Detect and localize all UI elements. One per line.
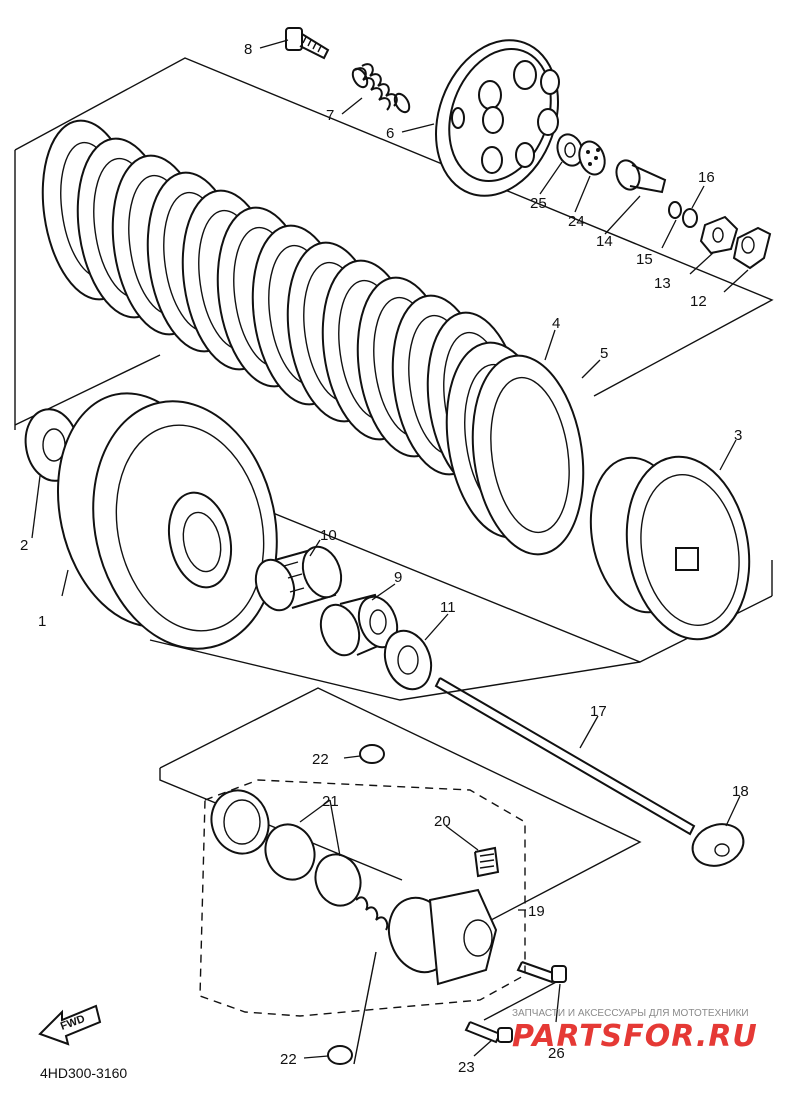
callout-19: 19 <box>528 903 545 920</box>
callout-numbers: 8 7 6 16 25 24 14 15 13 12 4 5 3 2 10 9 … <box>20 41 749 1076</box>
callout-8: 8 <box>244 41 252 58</box>
callout-21: 21 <box>322 793 339 810</box>
callout-14: 14 <box>596 233 613 250</box>
push-rod-group <box>556 133 772 270</box>
watermark: ЗАПЧАСТИ И АКСЕССУАРЫ ДЛЯ МОТОТЕХНИКИ PA… <box>512 1008 758 1054</box>
callout-13: 13 <box>654 275 671 292</box>
callout-15: 15 <box>636 251 653 268</box>
diagram-code: 4HD300-3160 <box>40 1065 127 1081</box>
callout-10: 10 <box>320 527 337 544</box>
leader-lines <box>31 39 749 1059</box>
callout-23: 23 <box>458 1059 475 1076</box>
callout-2: 2 <box>20 537 28 554</box>
callout-12: 12 <box>690 293 707 310</box>
callout-7: 7 <box>326 107 334 124</box>
callout-5: 5 <box>600 345 608 362</box>
callout-4: 4 <box>552 315 560 332</box>
fwd-arrow: FWD <box>38 1004 102 1046</box>
callout-17: 17 <box>590 703 607 720</box>
callout-22-bottom: 22 <box>280 1051 297 1068</box>
clutch-plate-stack <box>41 119 585 556</box>
pressure-plate <box>435 39 560 197</box>
release-cylinder-parts <box>210 744 567 1065</box>
callout-20: 20 <box>434 813 451 830</box>
callout-26: 25 <box>530 195 547 212</box>
clutch-housing <box>24 392 278 650</box>
bolt <box>285 27 330 60</box>
callout-6: 6 <box>386 125 394 142</box>
clutch-boss <box>589 455 751 641</box>
bearing-spacer-group <box>254 545 433 691</box>
callout-24: 26 <box>548 1045 565 1062</box>
watermark-brand: PARTSFOR.RU <box>512 1019 758 1054</box>
callout-25: 24 <box>568 213 585 230</box>
push-rod <box>434 677 745 867</box>
spring <box>351 63 411 114</box>
release-cylinder-frame <box>159 687 642 1065</box>
callout-16: 16 <box>698 169 715 186</box>
callout-22-top: 22 <box>312 751 329 768</box>
watermark-caption: ЗАПЧАСТИ И АКСЕССУАРЫ ДЛЯ МОТОТЕХНИКИ <box>512 1008 749 1019</box>
callout-1: 1 <box>38 613 46 630</box>
callout-18: 18 <box>732 783 749 800</box>
callout-3: 3 <box>734 427 742 444</box>
callout-9: 9 <box>394 569 402 586</box>
callout-11: 11 <box>440 599 456 616</box>
